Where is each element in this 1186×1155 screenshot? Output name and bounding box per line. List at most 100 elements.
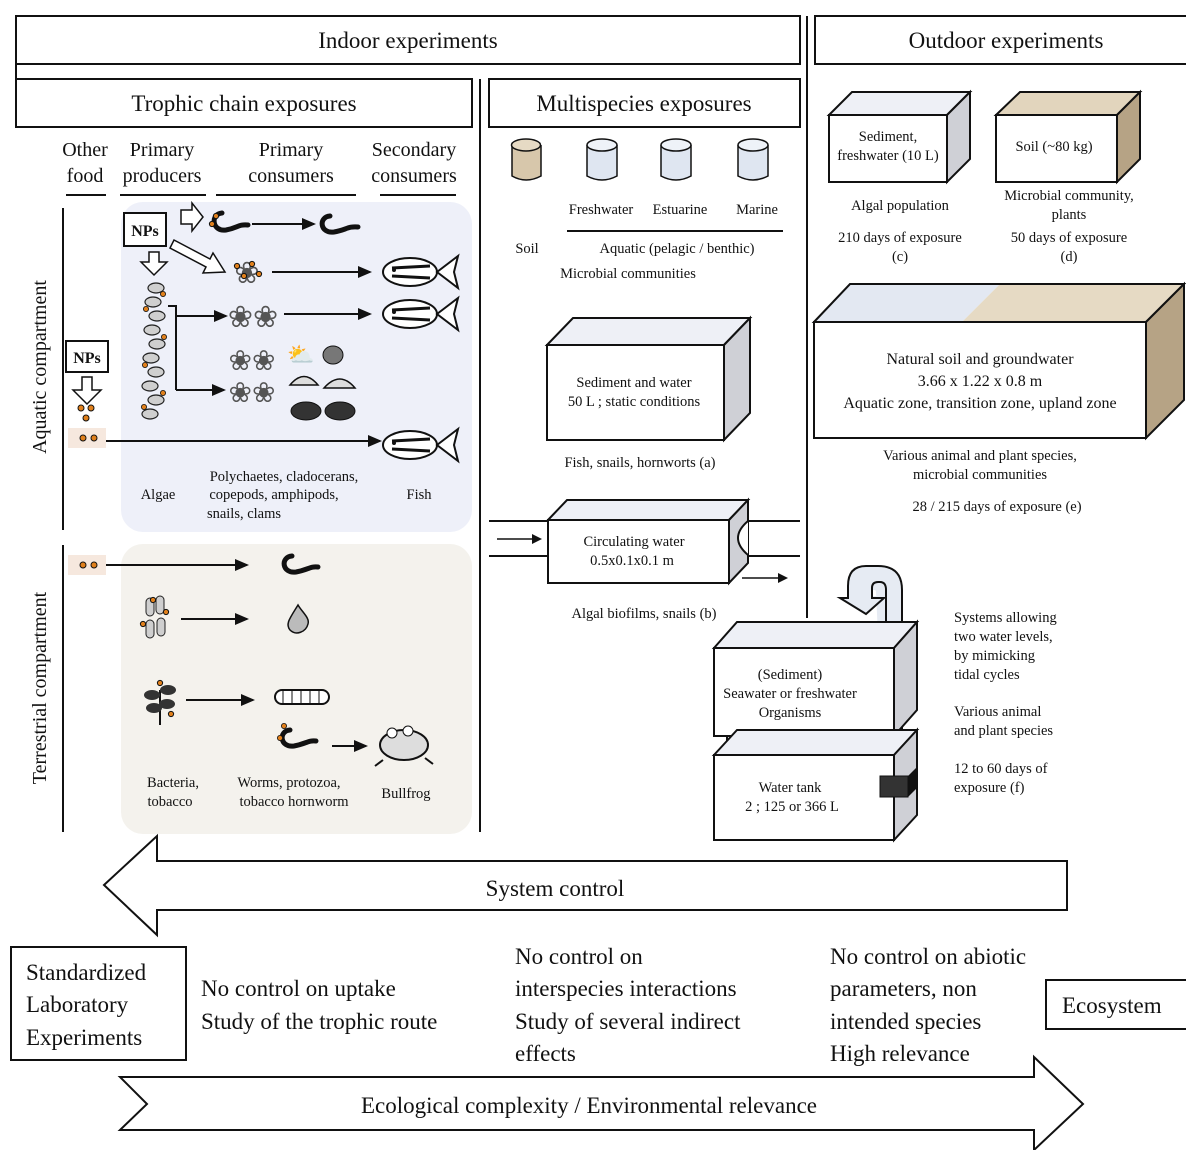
multispecies-header-label: Multispecies exposures: [536, 91, 751, 116]
np-particles-other: [77, 404, 95, 422]
system-control-label: System control: [486, 876, 625, 901]
caption-f-3: by mimicking: [954, 648, 1035, 664]
bacteria-icon: [139, 595, 170, 639]
svg-text:❀: ❀: [234, 257, 259, 290]
aquatic-consumers-label-1: Polychaetes, cladocerans,: [210, 469, 359, 485]
terrestrial-producers-label-2: tobacco: [147, 794, 192, 810]
svg-text:❀❀: ❀❀: [229, 346, 276, 377]
caption-f-8: exposure (f): [954, 780, 1025, 796]
caption-d-1: Microbial community,: [1004, 188, 1134, 204]
caption-f-5: Various animal: [954, 704, 1041, 720]
terrestrial-compartment-label: Terrestrial compartment: [29, 591, 51, 784]
earthworm-icon-1: [281, 553, 321, 575]
terrestrial-producers-label-1: Bacteria,: [147, 775, 199, 791]
multispecies-header: Multispecies exposures: [488, 78, 801, 128]
fish-icon-1: [382, 253, 460, 291]
ecosystem-label: Ecosystem: [1062, 993, 1162, 1018]
caption-f-2: two water levels,: [954, 629, 1053, 645]
terrestrial-consumers-label-2: tobacco hornworm: [239, 794, 349, 810]
col-primary-consumers-2: consumers: [248, 165, 334, 187]
column-headers: Other food Primary producers Primary con…: [62, 139, 457, 196]
hornworm-icon: [274, 689, 330, 705]
note-outdoor-2: parameters, non: [830, 976, 977, 1001]
amphipod-icon-1: ❀: [233, 257, 263, 290]
col-other-food-2: food: [67, 165, 104, 187]
protozoa-icon: [287, 603, 310, 634]
cladoceran-icons: ❀❀: [228, 301, 278, 334]
col-primary-consumers-1: Primary: [259, 139, 323, 161]
experiment-box-d: Soil (~80 kg): [993, 89, 1143, 185]
experiment-box-e: Natural soil and groundwater 3.66 x 1.22…: [811, 281, 1186, 441]
polychaete-icon-2: [319, 213, 361, 235]
container-estuarine-icon: [660, 138, 692, 181]
caption-e-2: microbial communities: [913, 467, 1047, 483]
box-b-line-1: Circulating water: [583, 534, 684, 550]
note-trophic-1: No control on uptake: [201, 976, 396, 1001]
col-primary-producers-2: producers: [123, 165, 202, 187]
standardized-box: Standardized Laboratory Experiments: [10, 946, 187, 1061]
box-a-line-1: Sediment and water: [576, 375, 691, 391]
caption-f-7: 12 to 60 days of: [954, 761, 1048, 777]
ecological-complexity-arrow: Ecological complexity / Environmental re…: [117, 1054, 1085, 1153]
note-outdoor-1: No control on abiotic: [830, 944, 1026, 969]
algae-chain-icon: [141, 282, 166, 420]
hollow-arrow-right: [180, 200, 204, 234]
caption-f: Systems allowing two water levels, by mi…: [954, 610, 1057, 796]
note-multi-2: interspecies interactions: [515, 976, 737, 1001]
ecosystem-box: Ecosystem: [1045, 979, 1186, 1030]
trophic-header-label: Trophic chain exposures: [131, 91, 356, 116]
ecological-complexity-label: Ecological complexity / Environmental re…: [361, 1093, 817, 1118]
note-multi-3: Study of several indirect: [515, 1009, 741, 1034]
note-multi-1: No control on: [515, 944, 643, 969]
box-d-label: Soil (~80 kg): [1015, 139, 1092, 155]
caption-f-6: and plant species: [954, 723, 1053, 739]
caption-c-3: (c): [892, 249, 908, 265]
box-e-line-1: Natural soil and groundwater: [886, 351, 1074, 368]
svg-text:❀❀: ❀❀: [229, 378, 276, 409]
caption-d-2: plants: [1052, 207, 1087, 223]
container-marine-icon: [737, 138, 769, 181]
caption-e-3: 28 / 215 days of exposure (e): [912, 499, 1081, 515]
outdoor-header: Outdoor experiments: [814, 15, 1186, 65]
standardized-line-2: Laboratory: [26, 992, 129, 1017]
tank-bottom-line-1: Water tank: [759, 780, 823, 796]
container-soil-label: Soil: [515, 241, 538, 257]
hollow-arrow-down-2: [71, 376, 103, 406]
algae-branch-line: [168, 305, 177, 390]
container-soil-icon: [510, 138, 542, 181]
svg-text:⛅: ⛅: [287, 342, 314, 367]
container-estuarine-label: Estuarine: [653, 202, 708, 218]
caption-e-1: Various animal and plant species,: [883, 448, 1077, 464]
aquatic-consumers-label-3: snails, clams: [207, 506, 281, 522]
container-marine-label: Marine: [736, 202, 778, 218]
standardized-line-3: Experiments: [26, 1025, 142, 1050]
caption-d-3: 50 days of exposure: [1011, 230, 1127, 246]
box-c-line-2: freshwater (10 L): [837, 148, 939, 164]
note-outdoor-3: intended species: [830, 1009, 981, 1034]
tobacco-plant-icon: [144, 679, 176, 725]
container-freshwater-icon: [586, 138, 618, 181]
np-food-patch-terrestrial: [68, 555, 106, 575]
experiment-box-b: Circulating water 0.5x0.1x0.1 m: [489, 497, 800, 586]
caption-d-4: (d): [1061, 249, 1078, 265]
caption-f-4: tidal cycles: [954, 667, 1020, 683]
box-e-line-3: Aquatic zone, transition zone, upland zo…: [843, 395, 1116, 412]
aquatic-compartment-label: Aquatic compartment: [29, 280, 51, 454]
hollow-arrow-diagonal: [169, 238, 227, 274]
earthworm-icon-2: [279, 727, 319, 749]
box-a-line-2: 50 L ; static conditions: [568, 394, 701, 410]
box-e-line-2: 3.66 x 1.22 x 0.8 m: [918, 373, 1043, 390]
bullfrog-icon: [374, 725, 434, 767]
system-control-arrow: System control: [102, 833, 1068, 938]
box-c-line-1: Sediment,: [859, 129, 917, 145]
algae-label: Algae: [141, 487, 176, 503]
tank-top-line-3: Organisms: [759, 705, 822, 721]
tank-bottom-line-2: 2 ; 125 or 366 L: [745, 799, 839, 815]
caption-c-1: Algal population: [851, 198, 950, 214]
aquatic-caption: Aquatic (pelagic / benthic): [599, 241, 754, 257]
polychaete-icon-1: [208, 210, 251, 233]
nps-label-2: NPs: [73, 350, 101, 367]
nps-label-1: NPs: [131, 223, 159, 240]
indoor-header-label: Indoor experiments: [318, 28, 498, 53]
